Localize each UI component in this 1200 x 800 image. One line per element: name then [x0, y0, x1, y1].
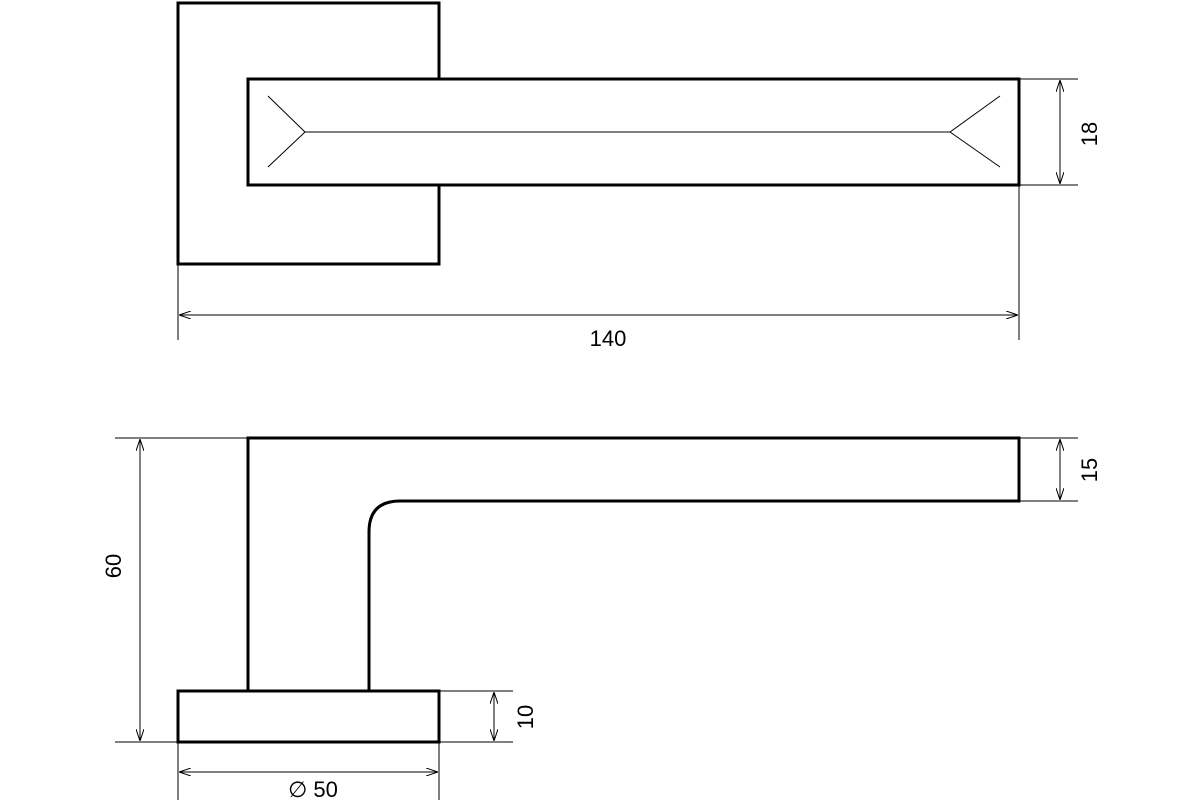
dimension-top-height-label: 18 — [1077, 122, 1102, 146]
side-view: 60 15 10 ∅ 50 — [101, 436, 1102, 800]
rose-plate-outline — [176, 1, 441, 266]
dimension-overall-width: 140 — [177, 185, 1020, 351]
top-view: 18 140 — [176, 1, 1102, 351]
dimension-rose-diameter: ∅ 50 — [177, 742, 440, 800]
dimension-lever-thickness: 15 — [1020, 437, 1102, 502]
lever-profile-outline — [246, 436, 1021, 691]
lever-bevel-lines — [267, 95, 1001, 168]
dimension-overall-width-label: 140 — [590, 326, 627, 351]
dimension-rose-thickness: 10 — [440, 690, 538, 743]
dimension-lever-thickness-label: 15 — [1077, 458, 1102, 482]
dimension-rose-diameter-label: ∅ 50 — [288, 777, 338, 800]
lever-body-outline — [246, 77, 1021, 187]
dimension-side-height: 60 — [101, 437, 248, 743]
dimension-top-height: 18 — [1020, 78, 1102, 186]
dimension-rose-thickness-label: 10 — [513, 705, 538, 729]
rose-outline — [176, 689, 441, 744]
dimension-side-height-label: 60 — [101, 554, 126, 578]
